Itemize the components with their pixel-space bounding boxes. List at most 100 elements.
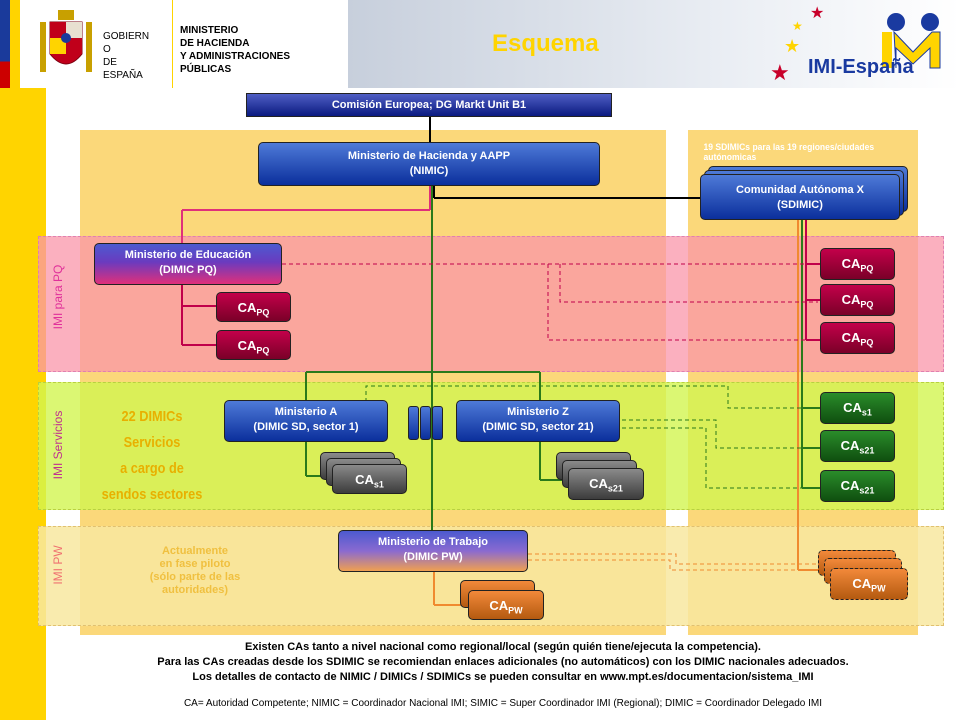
- eu-stars-icon: ★ ★: [12, 25, 19, 58]
- educacion-node: Ministerio de Educación (DIMIC PQ): [94, 243, 282, 285]
- hacienda-node: Ministerio de Hacienda y AAPP (NIMIC): [258, 142, 600, 186]
- servicios-note-line: a cargo de: [120, 460, 184, 477]
- ministry-name: MINISTERIO DE HACIENDA Y ADMINISTRACIONE…: [180, 24, 290, 76]
- ca-sub: s1: [373, 479, 384, 490]
- ca-base: CA: [489, 598, 509, 613]
- logo-text: IMI-España: [808, 56, 914, 78]
- footer-line: Existen CAs tanto a nivel nacional como …: [245, 641, 761, 653]
- govt-line: O: [103, 44, 111, 55]
- ca-s1-national: CAs1: [332, 464, 407, 494]
- ca-pq-regional-2: CAPQ: [820, 284, 895, 316]
- svg-text:★: ★: [792, 19, 803, 33]
- pw-note-line: en fase piloto: [159, 558, 231, 570]
- footer-text: Existen CAs tanto a nivel nacional como …: [46, 640, 960, 685]
- ca-sub: PQ: [256, 345, 270, 356]
- svg-text:★: ★: [12, 49, 19, 58]
- eu-flag-bar: [0, 0, 10, 88]
- ministry-line: PÚBLICAS: [180, 64, 232, 75]
- ccaa-line: (SDIMIC): [777, 199, 823, 211]
- ca-base: CA: [841, 330, 861, 345]
- ministry-line: DE HACIENDA: [180, 38, 250, 49]
- ca-base: CA: [237, 338, 257, 353]
- trabajo-line: Ministerio de Trabajo: [377, 536, 489, 548]
- ca-sub: PQ: [860, 337, 874, 348]
- ca-s21-regional-1: CAs21: [820, 430, 895, 462]
- govt-name: GOBIERN O DE ESPAÑA: [103, 30, 149, 82]
- intermediate-ministry-icon: [432, 406, 443, 440]
- ccaa-node: Comunidad Autónoma X (SDIMIC): [700, 174, 900, 220]
- header-divider: [172, 0, 173, 88]
- ministerio-a-line: (DIMIC SD, sector 1): [253, 421, 359, 433]
- imi-espana-logo: ★ ★ ★ ★: [770, 5, 941, 85]
- ccaa-line: Comunidad Autónoma X: [736, 184, 864, 196]
- govt-line: DE: [103, 57, 117, 68]
- servicios-note: 22 DIMICs Servicios a cargo de sendos se…: [93, 404, 212, 508]
- pw-note-line: (sólo parte de las: [149, 571, 241, 583]
- ministry-line: Y ADMINISTRACIONES: [180, 51, 291, 62]
- ca-sub: PQ: [860, 263, 874, 274]
- intermediate-ministry-icon: [420, 406, 431, 440]
- ca-base: CA: [843, 400, 862, 415]
- pw-note-line: Actualmente: [161, 545, 229, 557]
- servicios-note-line: sendos sectores: [101, 486, 203, 503]
- ca-base: CA: [589, 476, 608, 491]
- ca-sub: PQ: [256, 307, 270, 318]
- ca-pq-national-1: CAPQ: [216, 292, 291, 322]
- ca-sub: s1: [861, 407, 872, 418]
- servicios-note-line: 22 DIMICs Servicios: [121, 408, 183, 451]
- ca-sub: PW: [871, 583, 886, 594]
- ministry-line: MINISTERIO: [180, 25, 239, 36]
- govt-line: ESPAÑA: [103, 70, 143, 81]
- ca-sub: PW: [508, 605, 523, 616]
- national-section-title: Autoridades Nacionales: [82, 115, 208, 127]
- footer-legend: CA= Autoridad Competente; NIMIC = Coordi…: [183, 698, 823, 709]
- ca-pq-national-2: CAPQ: [216, 330, 291, 360]
- regional-section-title: Autoridades Regionales: [691, 115, 817, 127]
- ca-base: CA: [852, 576, 872, 591]
- ca-base: CA: [840, 478, 860, 493]
- coat-of-arms-icon: [40, 10, 92, 72]
- hacienda-line: Ministerio de Hacienda y AAPP: [347, 150, 511, 162]
- ca-base: CA: [841, 256, 861, 271]
- ca-s1-regional: CAs1: [820, 392, 895, 424]
- ministerio-a-node: Ministerio A (DIMIC SD, sector 1): [224, 400, 388, 442]
- intermediate-ministry-icon: [408, 406, 419, 440]
- trabajo-line: (DIMIC PW): [403, 551, 463, 563]
- footer-line: Para las CAs creadas desde los SDIMIC se…: [157, 656, 849, 668]
- ca-sub: s21: [607, 483, 623, 494]
- ca-base: CA: [841, 292, 861, 307]
- header-right: [348, 0, 960, 88]
- ca-sub: s21: [859, 445, 875, 456]
- ministerio-a-line: Ministerio A: [274, 406, 338, 418]
- ca-pq-regional-1: CAPQ: [820, 248, 895, 280]
- header: ★ ★ GOBIERN O DE ESPAÑA MINISTERIO DE HA…: [0, 0, 960, 88]
- header-left: ★ ★ GOBIERN O DE ESPAÑA MINISTERIO DE HA…: [0, 0, 348, 88]
- ministerio-z-node: Ministerio Z (DIMIC SD, sector 21): [456, 400, 620, 442]
- svg-text:★: ★: [770, 60, 790, 85]
- ministerio-z-line: (DIMIC SD, sector 21): [482, 421, 594, 433]
- ca-pw-regional: CAPW: [830, 568, 908, 600]
- ca-base: CA: [355, 472, 374, 487]
- ca-base: CA: [237, 300, 257, 315]
- ca-s21-regional-2: CAs21: [820, 470, 895, 502]
- ca-s21-national: CAs21: [568, 468, 644, 500]
- svg-text:★: ★: [810, 5, 824, 22]
- govt-line: GOBIERN: [103, 31, 150, 42]
- educacion-line: (DIMIC PQ): [159, 264, 217, 276]
- footer-line: Los detalles de contacto de NIMIC / DIMI…: [192, 671, 814, 683]
- ca-sub: PQ: [860, 299, 874, 310]
- ca-pq-regional-3: CAPQ: [820, 322, 895, 354]
- educacion-line: Ministerio de Educación: [124, 249, 252, 261]
- svg-text:★: ★: [784, 36, 800, 56]
- ce-node: Comisión Europea; DG Markt Unit B1: [246, 93, 612, 117]
- regional-subtitle: 19 SDIMICs para las 19 regiones/ciudades…: [703, 142, 875, 162]
- pw-note: Actualmente en fase piloto (sólo parte d…: [120, 545, 270, 597]
- ministerio-z-line: Ministerio Z: [507, 406, 569, 418]
- hacienda-line: (NIMIC): [409, 165, 449, 177]
- pw-note-line: autoridades): [161, 584, 228, 596]
- page-title: Esquema: [492, 30, 599, 57]
- ca-sub: s21: [859, 485, 875, 496]
- ca-base: CA: [840, 438, 860, 453]
- trabajo-node: Ministerio de Trabajo (DIMIC PW): [338, 530, 528, 572]
